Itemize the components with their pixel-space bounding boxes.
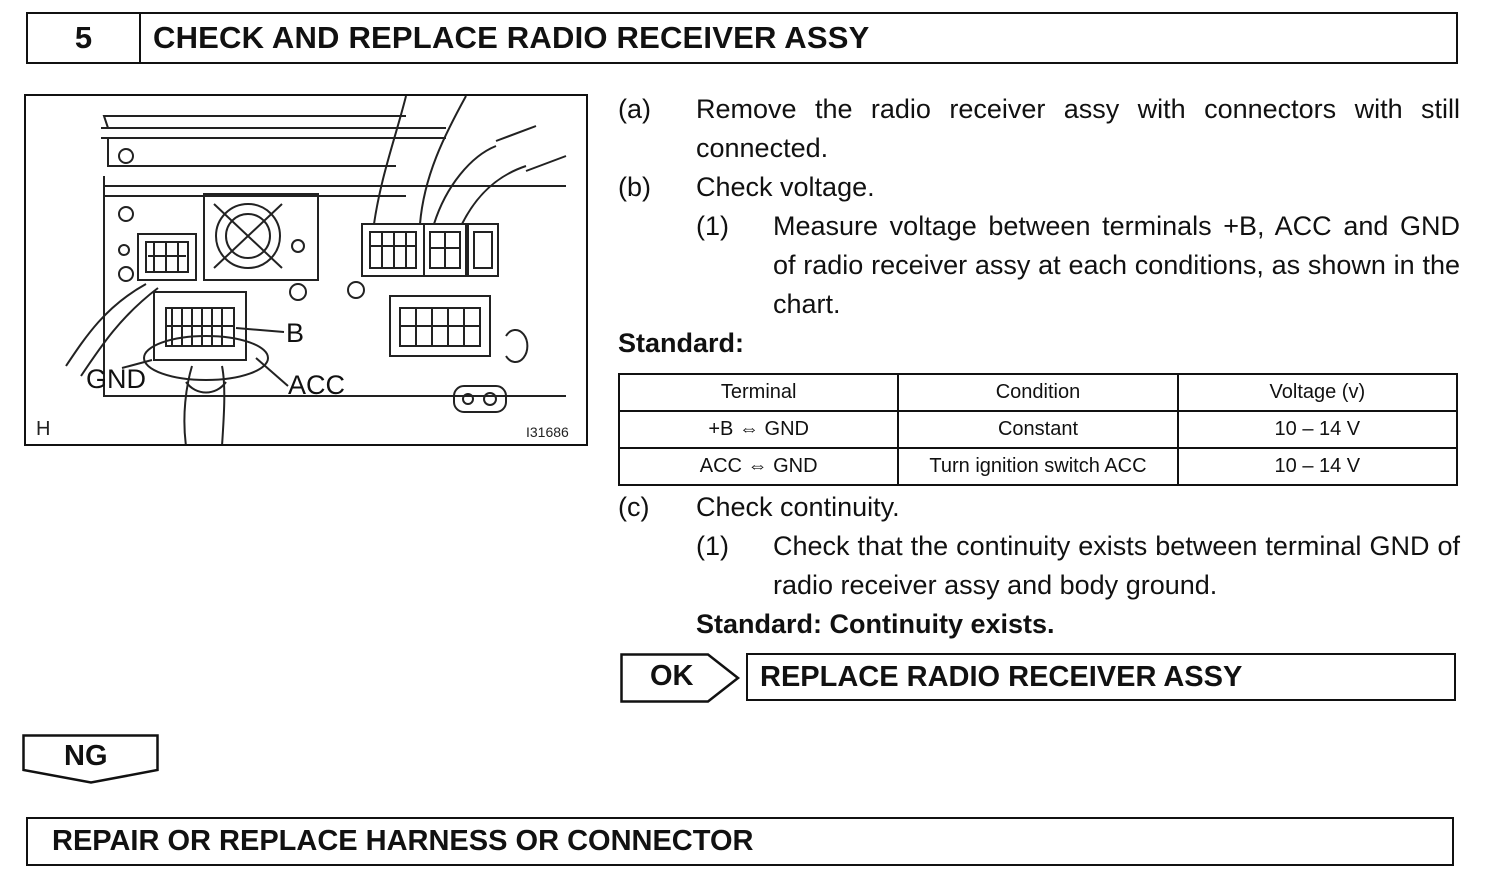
instructions-continuity: (c) Check continuity. (1) Check that the… [618,488,1460,643]
step-b: (b) Check voltage. [618,168,1460,207]
step-c-text: Check continuity. [696,492,900,522]
table-row: +B ⇔ GND Constant 10 – 14 V [617,410,1459,449]
standard-label: Standard: [618,328,745,358]
step-b1-text: Measure voltage between terminals +B, AC… [773,211,1460,319]
table-row: ACC ⇔ GND Turn ignition switch ACC 10 – … [617,447,1459,486]
ok-label: OK [650,660,694,692]
figure-corner-mark: H [36,418,51,440]
step-c1: (1) Check that the continuity exists bet… [696,527,1460,605]
step-a: (a) Remove the radio receiver assy with … [618,90,1460,168]
cell-terminal: +B ⇔ GND [617,410,900,449]
step-c1-text: Check that the continuity exists between… [773,531,1460,600]
ng-tab-shape [22,734,159,784]
cell-condition: Turn ignition switch ACC [897,447,1179,486]
ok-arrow-box: OK [620,653,741,703]
radio-receiver-rear-drawing [65,96,567,444]
step-header: 5 CHECK AND REPLACE RADIO RECEIVER ASSY [26,12,1458,64]
step-c-label: (c) [618,492,650,522]
header-terminal: Terminal [617,373,900,412]
step-b1-label: (1) [696,211,729,241]
step-b1: (1) Measure voltage between terminals +B… [696,207,1460,324]
repair-instruction-box: REPAIR OR REPLACE HARNESS OR CONNECTOR [26,817,1454,866]
cell-voltage: 10 – 14 V [1176,410,1459,449]
instructions: (a) Remove the radio receiver assy with … [618,90,1460,362]
cell-terminal: ACC ⇔ GND [617,447,900,486]
step-b-label: (b) [618,172,651,202]
ok-arrow-shape [620,653,741,703]
step-b-text: Check voltage. [696,172,875,202]
voltage-table: Terminal Condition Voltage (v) +B ⇔ GND … [617,373,1459,486]
ok-result-box: REPLACE RADIO RECEIVER ASSY [746,653,1456,701]
standard-continuity: Standard: Continuity exists. [696,609,1055,639]
label-gnd: GND [86,364,146,394]
step-c: (c) Check continuity. [618,488,1460,527]
step-number: 5 [28,14,141,62]
cell-voltage: 10 – 14 V [1176,447,1459,486]
step-title: CHECK AND REPLACE RADIO RECEIVER ASSY [153,20,870,55]
connector-illustration: B GND ACC H I31686 [24,94,588,446]
cell-condition: Constant [897,410,1179,449]
step-a-label: (a) [618,94,651,124]
label-b: B [286,318,305,348]
step-a-text: Remove the radio receiver assy with conn… [696,94,1460,163]
step-c1-label: (1) [696,531,729,561]
header-voltage: Voltage (v) [1176,373,1459,412]
label-acc: ACC [288,370,346,400]
header-condition: Condition [897,373,1179,412]
ng-tab: NG [22,734,160,784]
table-header-row: Terminal Condition Voltage (v) [617,373,1459,412]
figure-code: I31686 [526,424,569,440]
ng-label: NG [64,740,108,772]
